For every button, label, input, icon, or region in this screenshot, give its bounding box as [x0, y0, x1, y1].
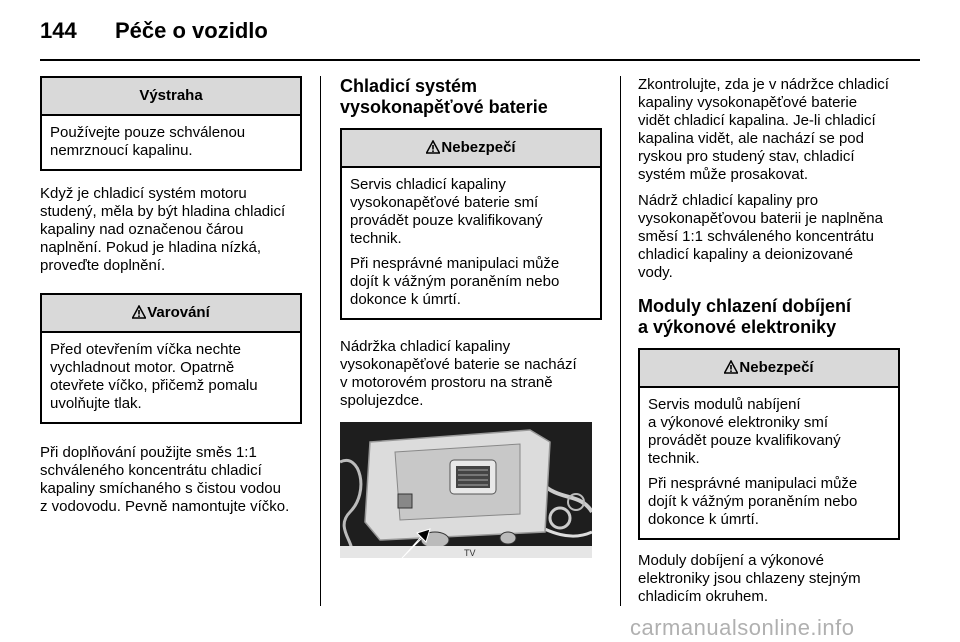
column-3: Zkontrolujte, zda je v nádržce chladicí …: [638, 76, 900, 614]
engine-illustration-graphic: TV: [340, 422, 592, 558]
page-header: 144 Péče o vozidlo: [40, 14, 920, 54]
section-heading: Moduly chlazení dobíjení a výkonové elek…: [638, 296, 852, 337]
page-number: 144: [40, 18, 77, 43]
warning-triangle-icon: [426, 140, 441, 154]
paragraph: Zkontrolujte, zda je v nádržce chladicí …: [638, 76, 889, 183]
paragraph: Moduly dobíjení a výkonové elektroniky j…: [638, 552, 861, 605]
danger-box: Nebezpečí Servis modulů nabíjení a výkon…: [638, 348, 900, 540]
danger-box-title: Nebezpečí: [640, 350, 898, 388]
header-rule: [40, 59, 920, 61]
paragraph: Nádržka chladicí kapaliny vysokonapěťové…: [340, 338, 577, 409]
column-divider-2: [620, 76, 621, 606]
danger-box-text: Servis modulů nabíjení a výkonové elektr…: [648, 396, 841, 467]
paragraph: Nádrž chladicí kapaliny pro vysokonapěťo…: [638, 192, 883, 281]
footer-watermark: carmanualsonline.info: [630, 615, 855, 640]
danger-box-title: Nebezpečí: [342, 130, 600, 168]
warning-box: Varování Před otevřením víčka nechte vyc…: [40, 293, 302, 424]
paragraph: Když je chladicí systém motoru studený, …: [40, 185, 286, 274]
warning-triangle-icon: [132, 305, 147, 319]
engine-compartment-illustration: TV: [340, 422, 592, 558]
column-divider-1: [320, 76, 321, 606]
paragraph: Při doplňování použijte směs 1:1 schvále…: [40, 444, 290, 515]
danger-box: Nebezpečí Servis chladicí kapaliny vysok…: [340, 128, 602, 320]
warning-box-text: Před otevřením víčka nechte vychladnout …: [50, 341, 258, 412]
warning-box-title: Varování: [42, 295, 300, 333]
caution-box: Výstraha Používejte pouze schválenou nem…: [40, 76, 302, 171]
column-1: Výstraha Používejte pouze schválenou nem…: [40, 76, 302, 524]
photo-label: TV: [464, 548, 476, 558]
danger-box-text: Při nesprávné manipulaci může dojít k vá…: [648, 475, 858, 528]
danger-box-text: Při nesprávné manipulaci může dojít k vá…: [350, 255, 560, 308]
warning-triangle-icon: [724, 360, 739, 374]
column-2: Chladicí systém vysokonapěťové baterie N…: [340, 76, 602, 558]
danger-box-text: Servis chladicí kapaliny vysokonapěťové …: [350, 176, 543, 247]
section-heading: Chladicí systém vysokonapěťové baterie: [340, 76, 548, 117]
caution-box-title: Výstraha: [42, 78, 300, 116]
page-title: Péče o vozidlo: [115, 18, 268, 43]
caution-box-text: Používejte pouze schválenou nemrznoucí k…: [50, 124, 246, 159]
